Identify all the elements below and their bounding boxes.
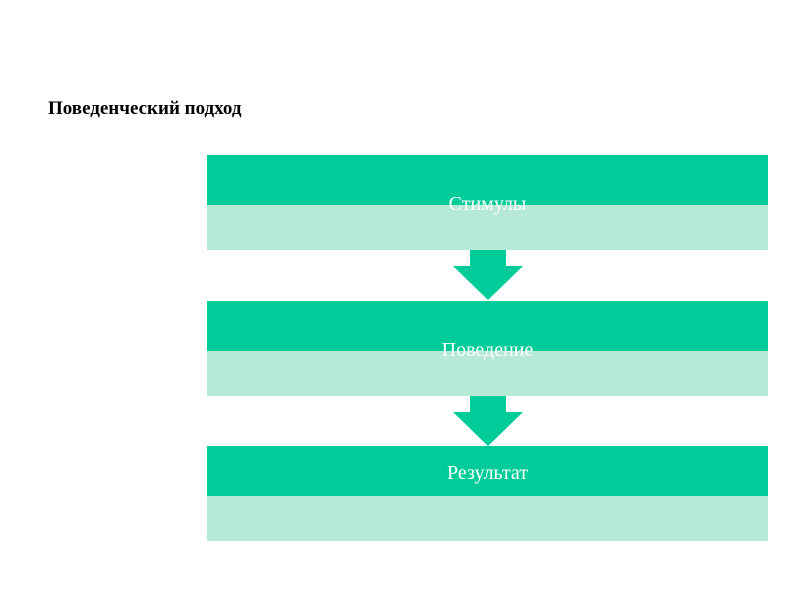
step-header-bar <box>207 301 768 351</box>
step-body-bar <box>207 205 768 250</box>
down-arrow-icon <box>453 250 523 300</box>
step-body-bar <box>207 351 768 396</box>
step-label: Стимулы <box>448 193 527 215</box>
step-header-bar <box>207 446 768 496</box>
slide-title: Поведенческий подход <box>48 98 242 119</box>
step-label: Результат <box>446 462 528 484</box>
step-body-bar <box>207 496 768 541</box>
step-label: Поведение <box>441 339 534 361</box>
flow-step-behavior: Поведение <box>207 301 768 396</box>
step-header-bar <box>207 155 768 205</box>
flow-step-stimuli: Стимулы <box>207 155 768 250</box>
flow-step-result: Результат <box>207 446 768 541</box>
down-arrow-icon <box>453 396 523 446</box>
